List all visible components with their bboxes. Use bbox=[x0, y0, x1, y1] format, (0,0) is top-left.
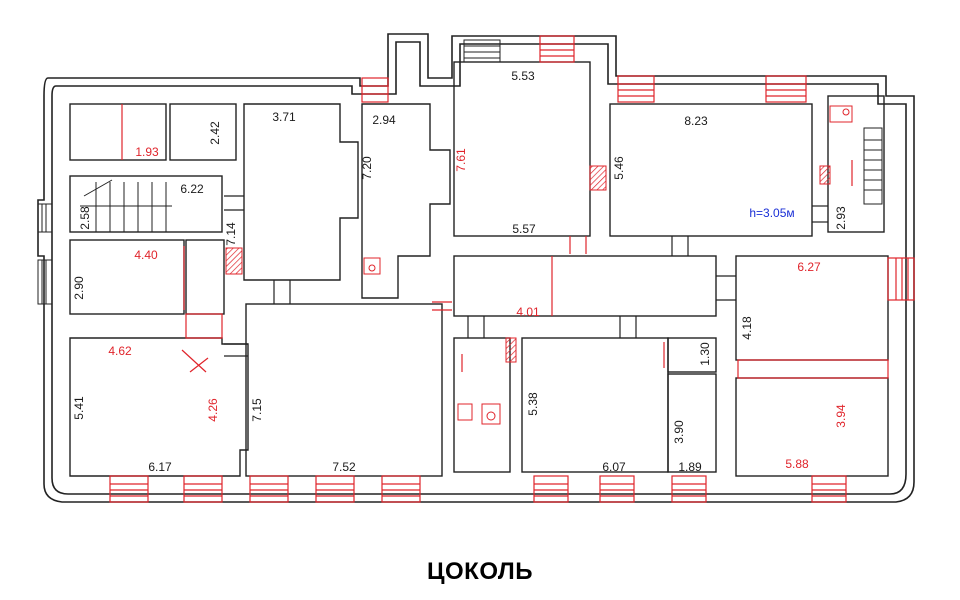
dimension-label: 2.94 bbox=[372, 113, 396, 127]
dimension-label: 7.61 bbox=[454, 148, 468, 172]
sink-fixture bbox=[457, 403, 473, 421]
shaft-3 bbox=[505, 337, 517, 363]
dimension-label: 6.17 bbox=[148, 460, 172, 474]
shaft-4 bbox=[819, 165, 831, 185]
stairs-top bbox=[463, 39, 501, 63]
stairs bbox=[37, 39, 883, 305]
dimension-label: 2.93 bbox=[834, 206, 848, 230]
dimension-label: 4.26 bbox=[206, 398, 220, 422]
door-6-27 bbox=[737, 359, 889, 379]
toilet-fixture-1 bbox=[363, 257, 381, 275]
window-top-3 bbox=[765, 75, 807, 103]
stairs-entry-left bbox=[37, 203, 53, 233]
dimension-label: 5.41 bbox=[72, 396, 86, 420]
room-top-left-a bbox=[69, 103, 167, 161]
dimension-label: 2.42 bbox=[208, 121, 222, 145]
rooms bbox=[69, 61, 889, 477]
window-bottom-5 bbox=[381, 475, 421, 503]
window-top-1 bbox=[539, 35, 575, 63]
dimension-label: 4.01 bbox=[516, 305, 540, 319]
room-wc bbox=[453, 337, 511, 473]
doors bbox=[224, 195, 828, 357]
stairs-left bbox=[80, 179, 172, 232]
stairs-right bbox=[863, 127, 883, 205]
window-bottom-4 bbox=[315, 475, 355, 503]
toilet-fixture-3 bbox=[829, 105, 853, 123]
window-bottom-7 bbox=[599, 475, 635, 503]
dimension-label: 7.14 bbox=[224, 222, 238, 246]
shaft-2 bbox=[589, 165, 607, 191]
room-7-52 bbox=[245, 303, 443, 477]
toilet-fixture-2 bbox=[481, 403, 501, 425]
dimension-label: 7.15 bbox=[250, 398, 264, 422]
dimension-label: 1.93 bbox=[135, 145, 159, 159]
dimension-label: 1.30 bbox=[698, 342, 712, 366]
dimension-label: 5.88 bbox=[785, 457, 809, 471]
dimension-label: 3.94 bbox=[834, 404, 848, 428]
window-bottom-9 bbox=[811, 475, 847, 503]
dimension-label: 2.90 bbox=[72, 276, 86, 300]
window-bottom-8 bbox=[671, 475, 707, 503]
windows bbox=[109, 35, 915, 503]
room-3-71 bbox=[243, 103, 359, 281]
dimension-label: 1.89 bbox=[678, 460, 702, 474]
window-bottom-2 bbox=[183, 475, 223, 503]
door-swing-4-62 bbox=[181, 349, 207, 373]
corridor-4-01 bbox=[453, 255, 717, 317]
room-1-89 bbox=[667, 373, 717, 473]
dimension-label: 3.71 bbox=[272, 110, 296, 124]
room-1-30 bbox=[667, 337, 717, 373]
dimension-labels: 1.93 2.42 3.71 2.94 7.20 5.53 7.61 5.57 8.23 5.46… bbox=[72, 69, 848, 474]
dimension-label: 8.23 bbox=[684, 114, 708, 128]
plan-caption: ЦОКОЛЬ bbox=[426, 558, 533, 585]
shaft-1 bbox=[225, 247, 243, 275]
room-4-62 bbox=[69, 337, 249, 477]
room-4-40 bbox=[69, 239, 185, 315]
outer-walls bbox=[37, 33, 915, 503]
window-top-4 bbox=[361, 77, 389, 103]
dimension-label: 6.27 bbox=[797, 260, 821, 274]
dimension-label: 4.40 bbox=[134, 248, 158, 262]
room-8-23 bbox=[609, 103, 813, 237]
dimension-label: 6.22 bbox=[180, 182, 204, 196]
dimension-label: 3.90 bbox=[672, 420, 686, 444]
shafts bbox=[225, 165, 831, 363]
window-right bbox=[887, 257, 915, 301]
room-2-94 bbox=[361, 103, 451, 299]
window-bottom-1 bbox=[109, 475, 149, 503]
partition-door-4-40 bbox=[185, 313, 223, 339]
window-top-2 bbox=[617, 75, 655, 103]
dimension-label: 7.52 bbox=[332, 460, 356, 474]
dimension-label: 5.46 bbox=[612, 156, 626, 180]
room-6-07 bbox=[521, 337, 669, 473]
dimension-label: 5.38 bbox=[526, 392, 540, 416]
room-5-88 bbox=[735, 377, 889, 477]
room-stairs-left bbox=[69, 175, 223, 233]
dimension-label: 6.07 bbox=[602, 460, 626, 474]
dimension-label: 5.57 bbox=[512, 222, 536, 236]
dimension-label: h=3.05м bbox=[749, 206, 794, 220]
window-bottom-3 bbox=[249, 475, 289, 503]
dimension-label: 5.53 bbox=[511, 69, 535, 83]
window-bottom-6 bbox=[533, 475, 569, 503]
room-top-left-b bbox=[169, 103, 237, 161]
room-5-53 bbox=[453, 61, 591, 237]
dimension-label: 4.18 bbox=[740, 316, 754, 340]
room-small-corridor bbox=[185, 239, 225, 315]
fixtures bbox=[363, 105, 853, 425]
dimension-label: 7.20 bbox=[360, 156, 374, 180]
stair-room-right bbox=[827, 95, 885, 233]
stairs-entry-left-2 bbox=[37, 259, 53, 305]
dimension-label: 4.62 bbox=[108, 344, 132, 358]
dimension-label: 2.58 bbox=[78, 206, 92, 230]
